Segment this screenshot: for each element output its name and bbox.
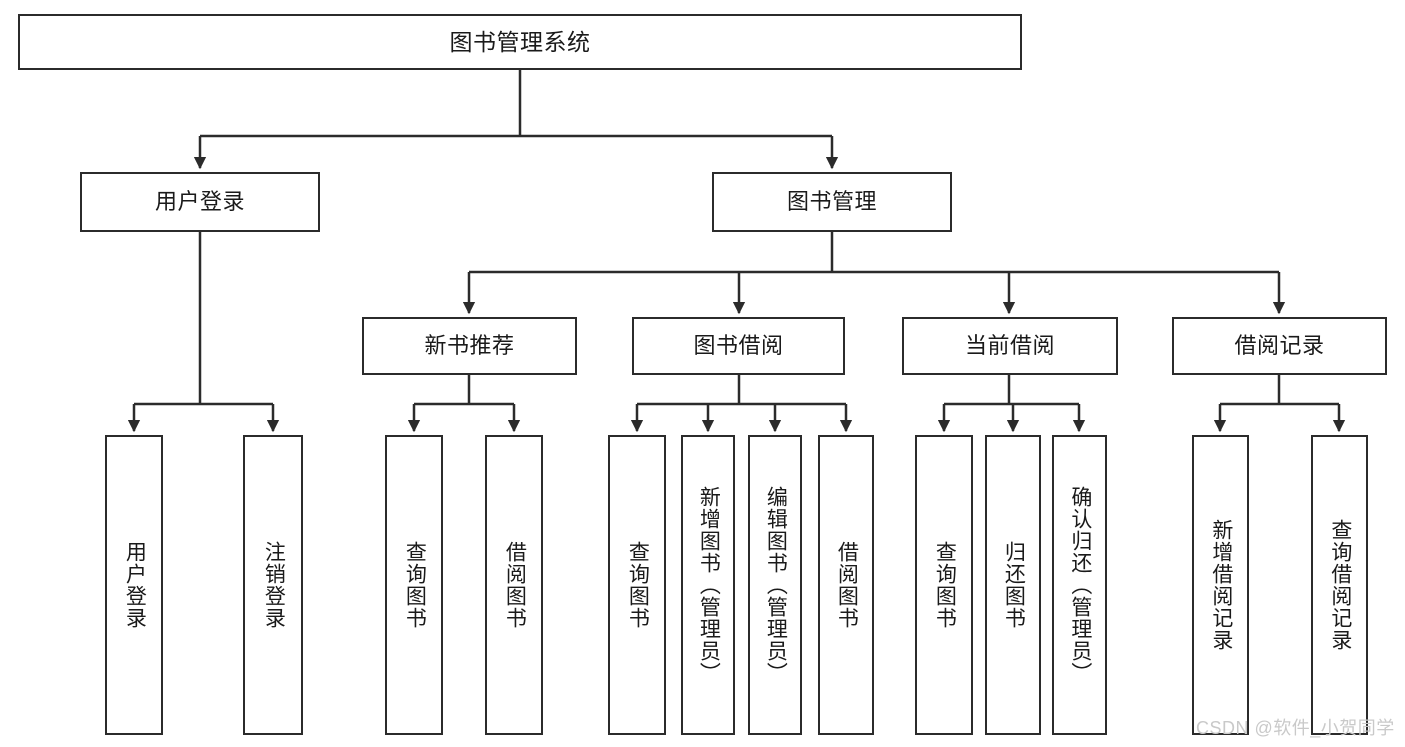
edges-currentborrow-to-leaves — [937, 375, 1086, 433]
node-leaf-query-book-2[interactable]: 查询图书 — [608, 435, 666, 735]
node-leaf-logout-label: 注销登录 — [262, 541, 286, 629]
node-leaf-add-record-label: 新增借阅记录 — [1209, 519, 1233, 651]
node-leaf-query-book-3[interactable]: 查询图书 — [915, 435, 973, 735]
node-borrow-record[interactable]: 借阅记录 — [1172, 317, 1387, 375]
node-leaf-query-book-3-label: 查询图书 — [933, 541, 957, 629]
node-new-book-rec[interactable]: 新书推荐 — [362, 317, 577, 375]
edges-bookborrow-to-leaves — [630, 375, 853, 433]
node-leaf-user-login-label: 用户登录 — [123, 541, 147, 629]
node-book-manage-label: 图书管理 — [786, 189, 877, 215]
edges-bookmanage-to-level3 — [462, 232, 1286, 315]
node-user-login-label: 用户登录 — [154, 189, 245, 215]
node-leaf-query-record-label: 查询借阅记录 — [1328, 519, 1352, 651]
node-leaf-query-book-2-label: 查询图书 — [626, 541, 650, 629]
node-current-borrow[interactable]: 当前借阅 — [902, 317, 1118, 375]
node-leaf-query-book-1-label: 查询图书 — [403, 541, 427, 629]
node-leaf-query-record[interactable]: 查询借阅记录 — [1311, 435, 1368, 735]
node-leaf-return-book-label: 归还图书 — [1002, 541, 1026, 629]
node-leaf-edit-book[interactable]: 编辑图书（管理员） — [748, 435, 802, 735]
edges-root-to-level2 — [193, 70, 839, 170]
node-book-borrow[interactable]: 图书借阅 — [632, 317, 845, 375]
node-leaf-return-book[interactable]: 归还图书 — [985, 435, 1041, 735]
node-borrow-record-label: 借阅记录 — [1234, 333, 1325, 359]
node-leaf-confirm-return-label: 确认归还（管理员） — [1068, 486, 1092, 684]
node-user-login[interactable]: 用户登录 — [80, 172, 320, 232]
node-leaf-add-record[interactable]: 新增借阅记录 — [1192, 435, 1249, 735]
edges-userlogin-to-leaves — [127, 232, 280, 433]
edges-borrowrecord-to-leaves — [1213, 375, 1346, 433]
node-leaf-logout[interactable]: 注销登录 — [243, 435, 303, 735]
node-new-book-rec-label: 新书推荐 — [424, 333, 515, 359]
node-leaf-borrow-book-2-label: 借阅图书 — [835, 541, 859, 629]
node-leaf-borrow-book-2[interactable]: 借阅图书 — [818, 435, 874, 735]
node-current-borrow-label: 当前借阅 — [964, 333, 1055, 359]
node-book-borrow-label: 图书借阅 — [693, 333, 784, 359]
node-leaf-confirm-return[interactable]: 确认归还（管理员） — [1052, 435, 1107, 735]
node-root[interactable]: 图书管理系统 — [18, 14, 1022, 70]
node-leaf-add-book-label: 新增图书（管理员） — [697, 486, 721, 684]
node-leaf-borrow-book-1[interactable]: 借阅图书 — [485, 435, 543, 735]
node-leaf-edit-book-label: 编辑图书（管理员） — [764, 486, 788, 684]
node-leaf-add-book[interactable]: 新增图书（管理员） — [681, 435, 735, 735]
node-book-manage[interactable]: 图书管理 — [712, 172, 952, 232]
node-leaf-query-book-1[interactable]: 查询图书 — [385, 435, 443, 735]
node-leaf-user-login[interactable]: 用户登录 — [105, 435, 163, 735]
node-leaf-borrow-book-1-label: 借阅图书 — [503, 541, 527, 629]
edges-newbookrec-to-leaves — [407, 375, 521, 433]
node-root-label: 图书管理系统 — [449, 28, 591, 55]
